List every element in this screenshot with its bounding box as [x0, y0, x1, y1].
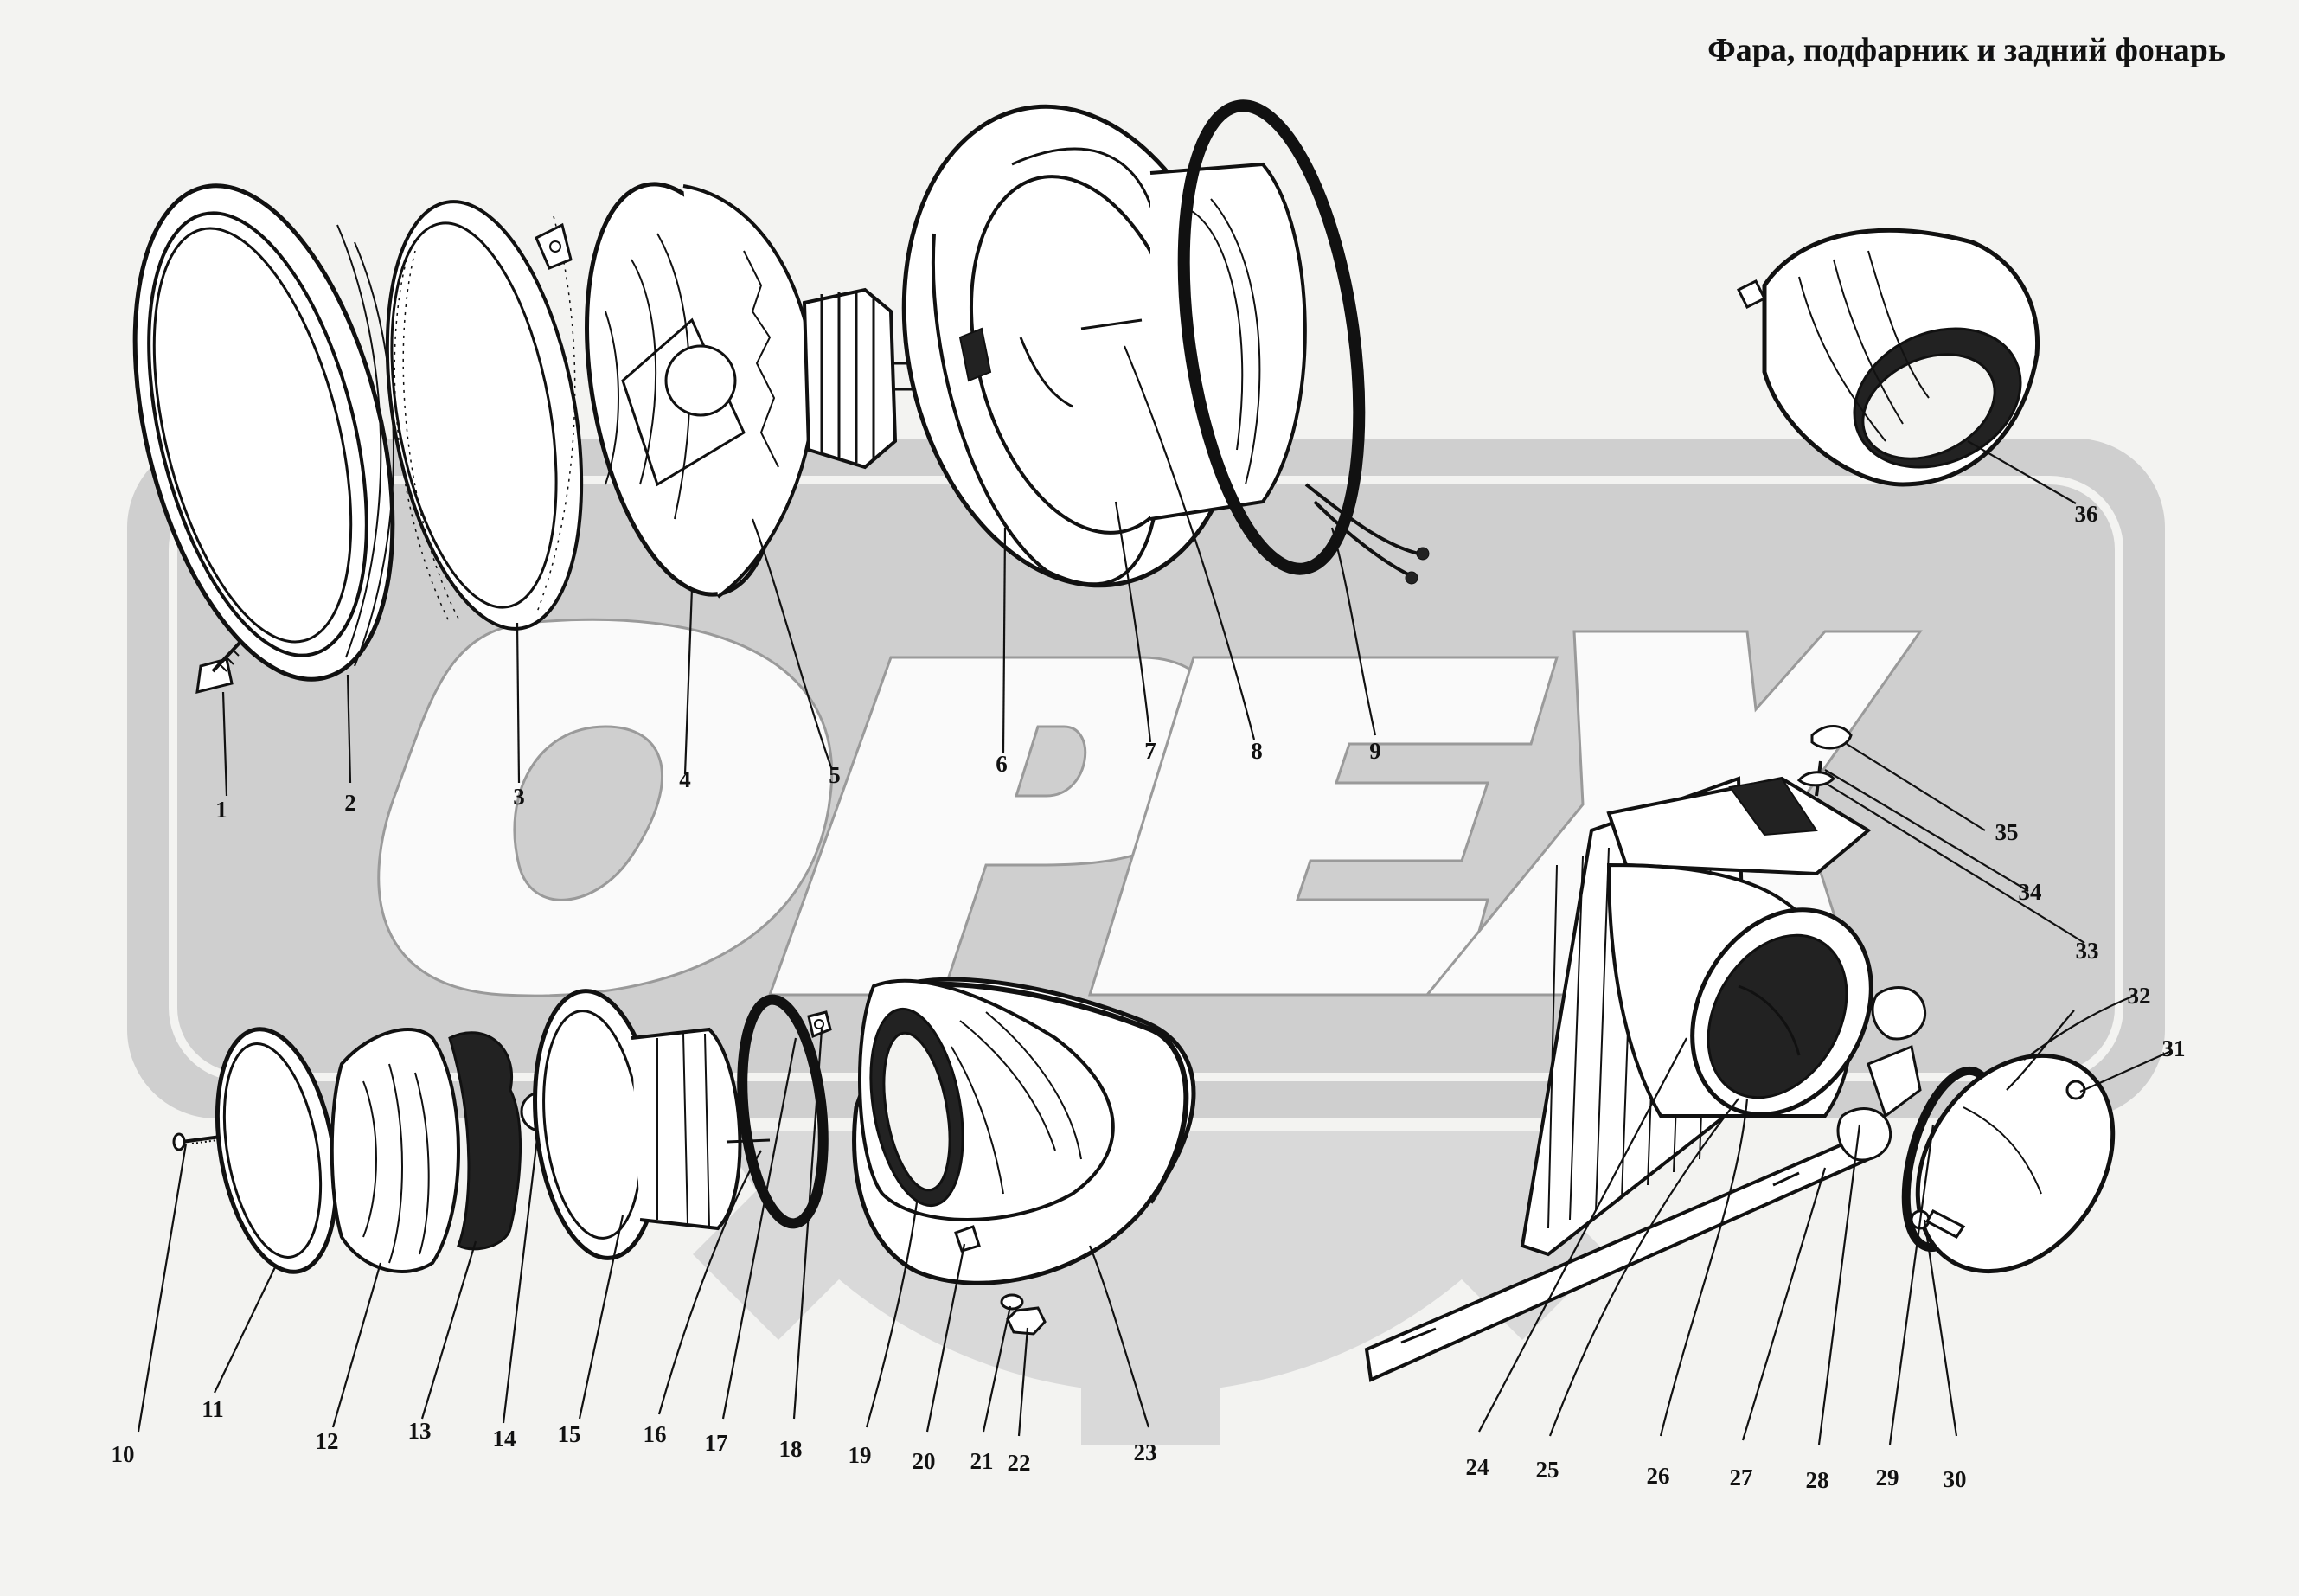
part-17-18-gasket-nut [737, 994, 832, 1229]
part-2-headlamp-rim [132, 183, 395, 682]
watermark-letters [377, 618, 1923, 997]
callout-2: 2 [344, 790, 356, 816]
callout-27: 27 [1730, 1465, 1753, 1490]
callout-33: 33 [2076, 938, 2099, 964]
callout-34: 34 [2019, 879, 2042, 905]
callout-13: 13 [408, 1418, 432, 1444]
callout-3: 3 [513, 784, 525, 810]
callout-17: 17 [705, 1430, 728, 1456]
callout-19: 19 [849, 1442, 872, 1468]
callout-23: 23 [1134, 1439, 1157, 1465]
callout-30: 30 [1944, 1466, 1967, 1492]
callout-35: 35 [1995, 819, 2019, 845]
callout-26: 26 [1647, 1463, 1670, 1489]
callout-29: 29 [1876, 1465, 1899, 1490]
callout-8: 8 [1251, 738, 1263, 764]
callout-5: 5 [829, 762, 841, 788]
callout-15: 15 [558, 1421, 581, 1447]
part-12-sidelight-lens [330, 1028, 460, 1273]
callout-labels: 1 2 3 4 5 6 7 8 9 10 11 12 13 14 15 16 1… [112, 501, 2186, 1493]
callout-9: 9 [1369, 738, 1381, 764]
part-6-9-headlamp-housing [901, 99, 1430, 588]
part-24-35-tail-lamp-bracket [1364, 725, 2116, 1382]
callout-7: 7 [1144, 738, 1156, 764]
callout-25: 25 [1536, 1457, 1559, 1483]
callout-leader-lines [137, 345, 2172, 1445]
callout-24: 24 [1466, 1454, 1489, 1480]
part-4-5-optical-unit [585, 182, 951, 599]
part-36-tail-lamp-cover [1736, 228, 2040, 487]
callout-21: 21 [970, 1448, 994, 1474]
callout-4: 4 [679, 766, 691, 792]
page-title: Фара, подфарник и задний фонарь [1707, 32, 2225, 68]
callout-16: 16 [644, 1421, 667, 1447]
callout-6: 6 [996, 751, 1008, 777]
callout-1: 1 [215, 797, 227, 823]
part-3-inner-ring [385, 200, 584, 631]
callout-28: 28 [1806, 1467, 1829, 1493]
part-15-16-sidelight-body [533, 989, 771, 1260]
callout-20: 20 [913, 1448, 936, 1474]
callout-12: 12 [316, 1428, 339, 1454]
callout-36: 36 [2075, 501, 2098, 527]
part-1-screw [195, 640, 242, 694]
callout-32: 32 [2128, 983, 2151, 1009]
callout-22: 22 [1008, 1450, 1031, 1476]
callout-14: 14 [493, 1426, 516, 1452]
callout-18: 18 [779, 1436, 803, 1462]
callout-11: 11 [202, 1396, 224, 1422]
part-13-gasket [448, 1031, 522, 1251]
callout-10: 10 [112, 1441, 135, 1467]
callout-31: 31 [2162, 1035, 2186, 1061]
